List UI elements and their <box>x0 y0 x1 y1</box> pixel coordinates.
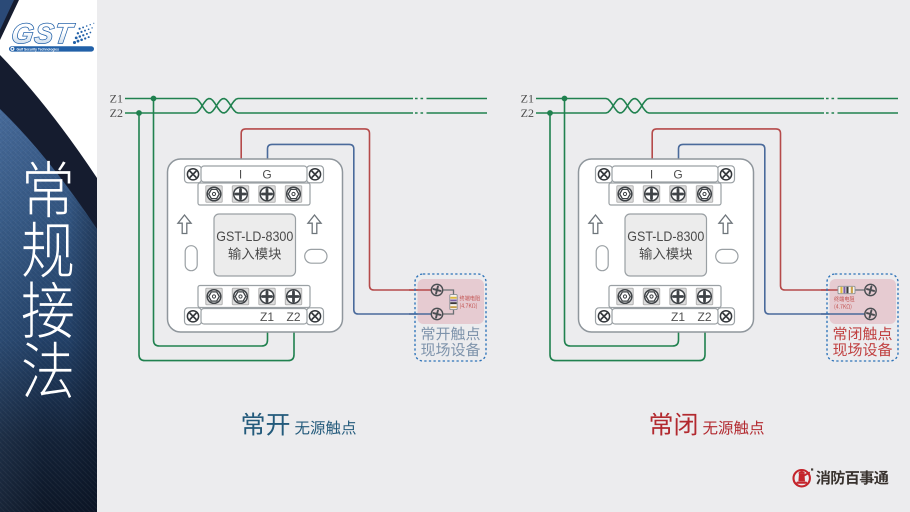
svg-text:Z2: Z2 <box>286 310 300 324</box>
svg-text:G: G <box>673 168 682 182</box>
svg-text:Z2: Z2 <box>697 310 711 324</box>
svg-text:Z2: Z2 <box>110 106 123 120</box>
svg-text:Z1: Z1 <box>110 92 123 106</box>
svg-text:GST-LD-8300: GST-LD-8300 <box>627 228 704 244</box>
svg-text:G: G <box>262 168 271 182</box>
svg-text:Z1: Z1 <box>671 310 685 324</box>
svg-text:I: I <box>650 168 653 182</box>
svg-text:GST-LD-8300: GST-LD-8300 <box>216 228 293 244</box>
svg-text:Z1: Z1 <box>260 310 274 324</box>
svg-text:Z2: Z2 <box>521 106 534 120</box>
svg-text:GST: GST <box>10 18 77 49</box>
svg-text:I: I <box>239 168 242 182</box>
svg-text:Z1: Z1 <box>521 92 534 106</box>
svg-text:Gulf Security Technologies: Gulf Security Technologies <box>17 47 60 51</box>
